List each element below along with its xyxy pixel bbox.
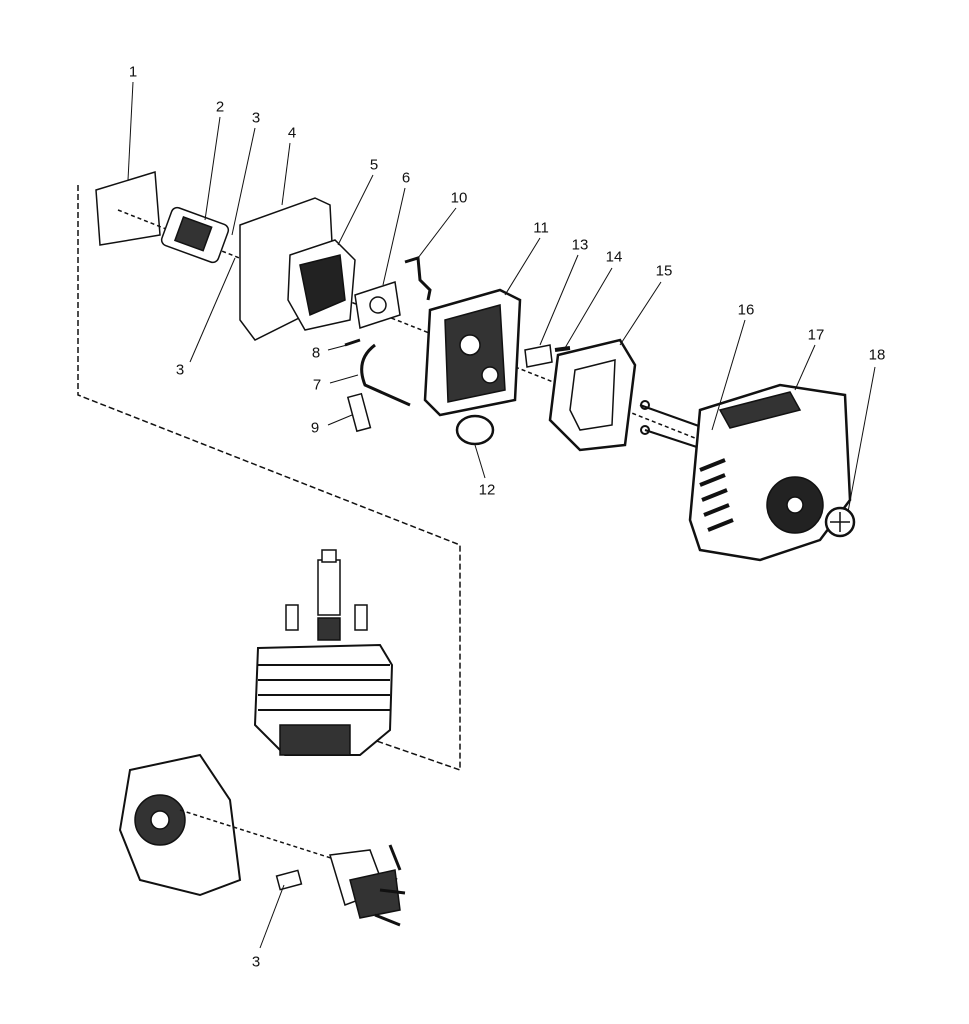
leader-lines xyxy=(127,81,876,949)
part-5-carburetor xyxy=(287,239,356,331)
callout-16: 16 xyxy=(737,301,755,319)
part-18-knob xyxy=(824,506,856,538)
part-17-cover xyxy=(688,383,852,562)
callout-13: 13 xyxy=(571,236,589,254)
callout-1: 1 xyxy=(128,63,138,81)
part-7-fuel-line xyxy=(360,343,411,407)
part-2-spacer xyxy=(160,206,230,264)
part-14-pin xyxy=(554,346,571,352)
part-10-lever xyxy=(404,256,432,301)
callout-3b: 3 xyxy=(175,361,185,379)
callout-5: 5 xyxy=(369,156,379,174)
callout-18: 18 xyxy=(868,346,886,364)
part-13-screw xyxy=(524,344,553,368)
callout-14: 14 xyxy=(605,248,623,266)
callout-4: 4 xyxy=(287,124,297,142)
callout-15: 15 xyxy=(655,262,673,280)
callout-10: 10 xyxy=(450,189,468,207)
cylinder-assembly xyxy=(253,549,394,756)
part-11-air-filter-base xyxy=(423,288,522,417)
callout-8: 8 xyxy=(311,344,321,362)
callout-11: 11 xyxy=(533,219,549,237)
callout-12: 12 xyxy=(478,481,496,499)
reference-frame xyxy=(77,185,461,772)
part-1-plate xyxy=(95,171,161,246)
callout-2: 2 xyxy=(215,98,225,116)
callout-17: 17 xyxy=(807,326,825,344)
callout-9: 9 xyxy=(310,419,320,437)
part-6-gasket xyxy=(354,281,401,329)
callout-3: 3 xyxy=(251,109,261,127)
part-15-air-filter xyxy=(548,338,637,452)
part-8-fitting xyxy=(344,338,361,347)
callout-3c: 3 xyxy=(251,953,261,971)
callout-6: 6 xyxy=(401,169,411,187)
part-12-primer-bulb xyxy=(455,414,495,446)
part-9-filter xyxy=(346,392,372,433)
crankcase-assembly xyxy=(118,753,406,927)
callout-7: 7 xyxy=(312,376,322,394)
